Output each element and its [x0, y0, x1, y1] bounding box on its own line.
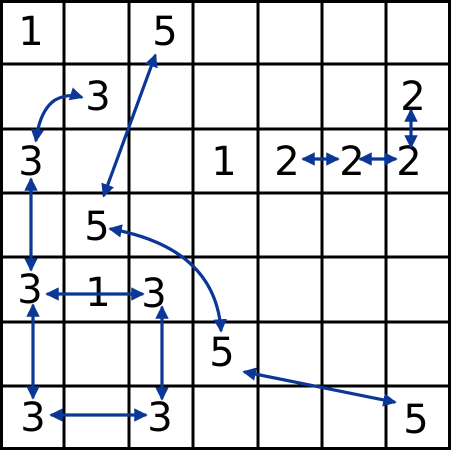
cell-number: 5: [209, 330, 234, 376]
arrow-connection: [242, 367, 397, 407]
cell-number: 3: [147, 395, 172, 441]
cell-number: 2: [400, 74, 425, 120]
cell-number: 1: [18, 9, 43, 55]
cell-number: 5: [403, 397, 428, 443]
cell-number: 2: [396, 139, 421, 185]
connection-arrows: [24, 53, 418, 422]
arrow-connection: [30, 87, 84, 143]
cell-number: 2: [339, 139, 364, 185]
cell-number: 3: [85, 74, 110, 120]
cell-number: 2: [274, 139, 299, 185]
cell-number: 3: [18, 139, 43, 185]
cell-number: 3: [17, 267, 42, 313]
cell-number: 1: [211, 139, 236, 185]
cell-number: 5: [152, 9, 177, 55]
cell-number: 5: [84, 204, 109, 250]
cell-number: 3: [20, 395, 45, 441]
arrow-connection: [101, 53, 158, 198]
arrow-connection: [108, 224, 227, 333]
